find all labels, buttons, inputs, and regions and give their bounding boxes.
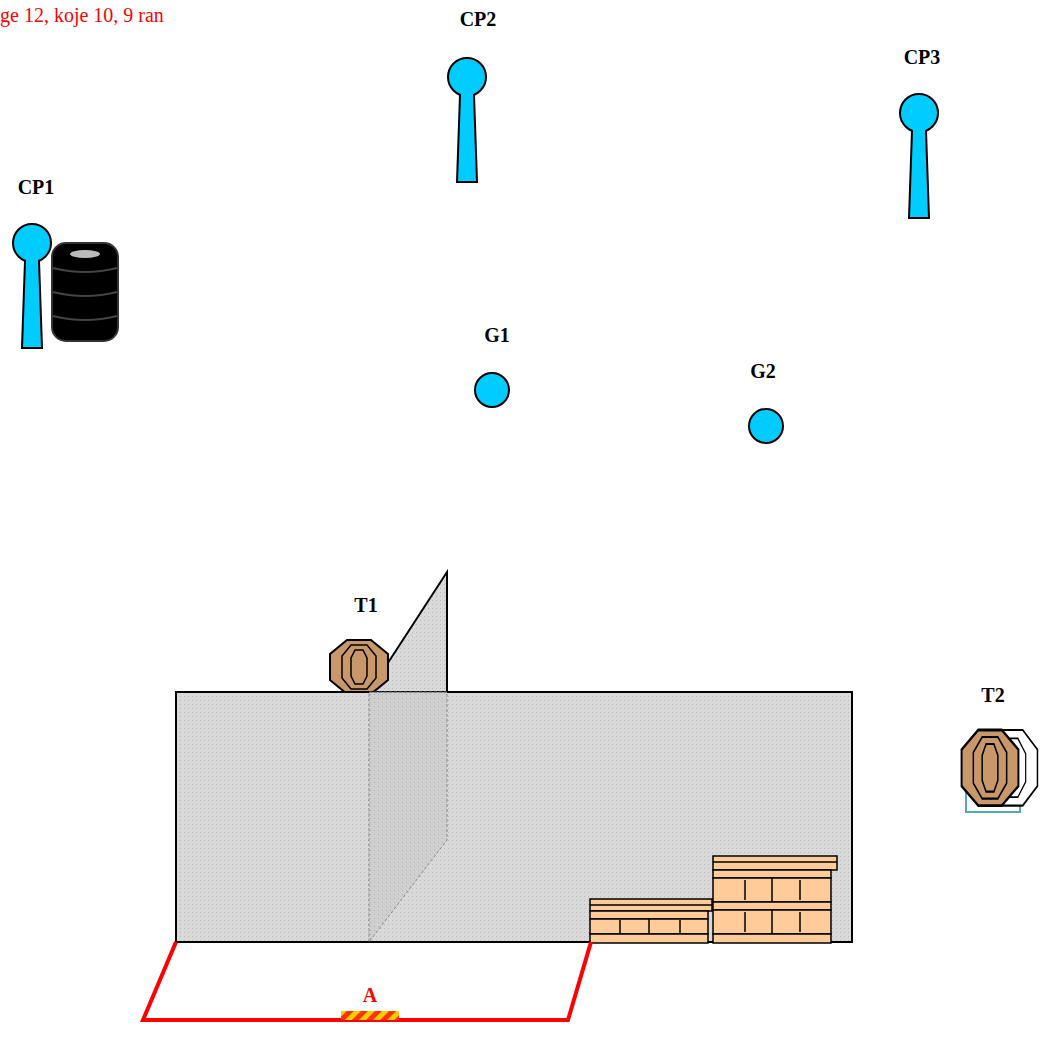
target-label: T1 [354, 594, 377, 616]
stage-note: ge 12, koje 10, 9 ran [0, 4, 164, 26]
plate-label: G2 [750, 360, 776, 382]
shooting-area-label: A [363, 984, 377, 1006]
target-label: T2 [981, 684, 1004, 706]
popper-label: CP1 [18, 176, 55, 198]
plate-label: G1 [484, 324, 510, 346]
popper-label: CP2 [460, 8, 497, 30]
popper-label: CP3 [904, 46, 941, 68]
